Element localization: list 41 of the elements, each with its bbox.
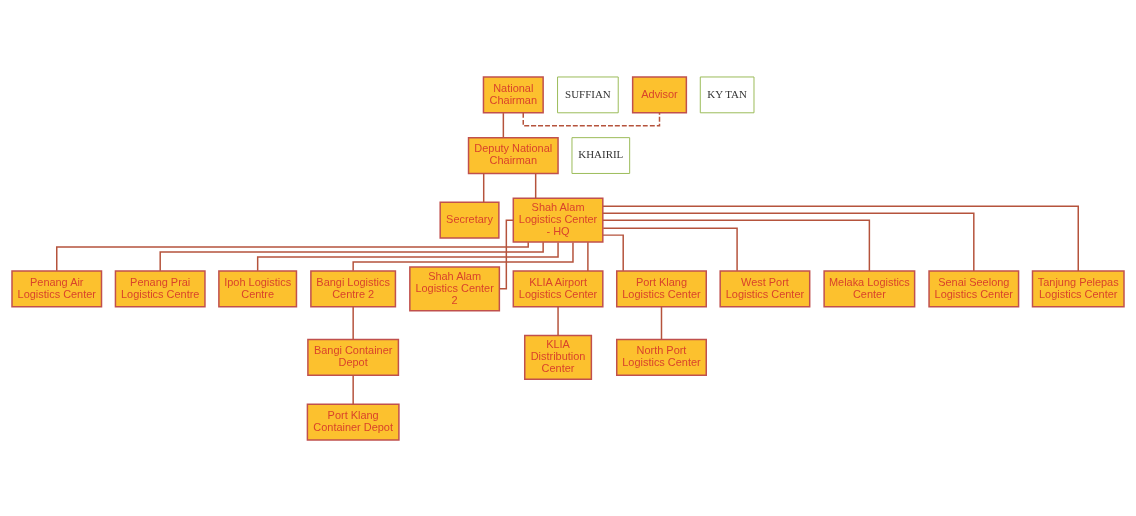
node-box: Penang Air Logistics Center (11, 269, 103, 307)
node-box: Tanjung Pelepas Logistics Center (1031, 269, 1125, 307)
node-box: Port Klang Container Depot (306, 402, 400, 441)
connector (602, 218, 871, 272)
node-box: Bangi Container Depot (307, 338, 400, 376)
node-box: Melaka Logistics Center (823, 269, 916, 307)
node-box: National Chairman (482, 75, 544, 114)
node-box: Secretary (439, 201, 500, 239)
connector (159, 241, 544, 272)
connector (587, 241, 589, 272)
connector (256, 241, 559, 271)
connector (56, 240, 529, 272)
node-box: KLIA Distribution Center (524, 334, 593, 380)
node-box: West Port Logistics Center (719, 269, 811, 307)
connector (352, 305, 354, 340)
connector (502, 111, 505, 138)
connector (352, 374, 354, 405)
connector (557, 305, 559, 336)
node-box: Bangi Logistics Centre 2 (310, 269, 397, 307)
connector (482, 172, 485, 203)
node-box: Shah Alam Logistics Center 2 (409, 265, 501, 311)
connector (534, 172, 537, 199)
node-box: Penang Prai Logistics Centre (114, 269, 206, 307)
node-box: Ipoh Logistics Centre (218, 269, 298, 307)
node-box: Shah Alam Logistics Center - HQ (512, 197, 604, 243)
connector (602, 212, 975, 272)
connector (602, 226, 738, 271)
node-box: North Port Logistics Center (616, 338, 707, 376)
node-box: Senai Seelong Logistics Center (928, 269, 1020, 307)
node-box: KHAIRIL (571, 136, 631, 174)
node-box: Deputy National Chairman (467, 136, 559, 174)
connector (352, 241, 574, 271)
node-box: Port Klang Logistics Center (616, 269, 707, 307)
connector (602, 233, 624, 271)
node-box: Advisor (631, 75, 688, 114)
node-box: KLIA Airport Logistics Center (512, 269, 604, 307)
connector (498, 218, 514, 290)
node-box: SUFFIAN (557, 76, 619, 113)
node-box: KY TAN (699, 76, 755, 113)
connector (602, 205, 1079, 272)
connector (660, 305, 663, 340)
